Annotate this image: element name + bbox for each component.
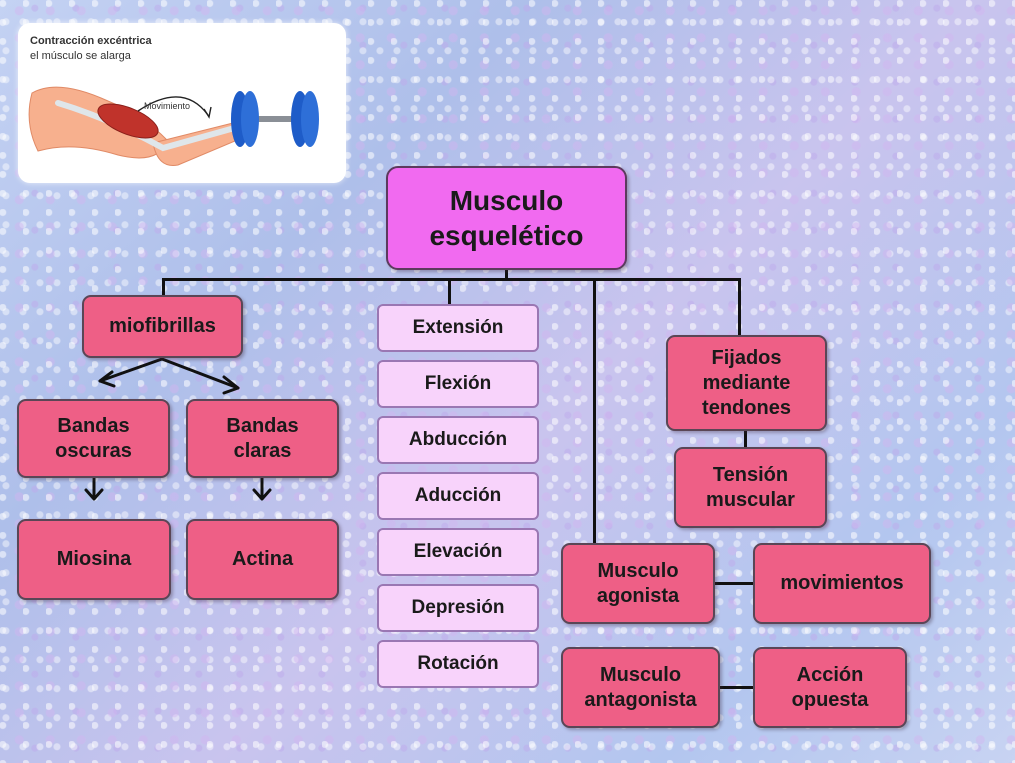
root-line1: Musculo <box>449 185 564 216</box>
movimientos-label: movimientos <box>780 572 904 594</box>
connector <box>593 278 596 545</box>
movement-label: Elevación <box>413 541 503 563</box>
fijados-line3: tendones <box>702 396 791 419</box>
node-movement: Abducción <box>377 416 539 464</box>
movement-label: Flexión <box>424 373 492 395</box>
tension-line1: Tensión <box>712 463 789 486</box>
arrow-to-claras <box>160 357 240 390</box>
node-movimientos: movimientos <box>753 543 931 624</box>
eccentric-contraction-illustration: Contracción excéntrica el músculo se ala… <box>18 23 346 183</box>
node-movement: Extensión <box>377 304 539 352</box>
movement-label: Rotación <box>417 653 499 675</box>
actina-label: Actina <box>231 548 294 570</box>
connector <box>448 278 451 304</box>
fijados-line2: mediante <box>702 371 791 394</box>
node-actina: Actina <box>186 519 339 600</box>
node-tension-muscular: Tensión muscular <box>674 447 827 528</box>
miofibrillas-label: miofibrillas <box>109 315 216 337</box>
arm-dumbbell-drawing: Movimiento <box>28 86 319 167</box>
connector <box>505 268 508 279</box>
movement-label: Extensión <box>412 317 504 339</box>
connector <box>744 430 747 448</box>
root-line2: esquelético <box>429 220 584 251</box>
accion-opuesta-line1: Acción <box>796 663 864 686</box>
node-movement: Flexión <box>377 360 539 408</box>
arrow-to-oscuras-head <box>98 370 116 388</box>
root-node-musculo-esqueletico: Musculo esquelético <box>386 166 627 270</box>
movement-label: Abducción <box>408 429 508 451</box>
miosina-label: Miosina <box>56 548 132 570</box>
movement-label: Aducción <box>414 485 502 507</box>
illustration-subtitle: el músculo se alarga <box>30 50 131 62</box>
illustration-title: Contracción excéntrica <box>30 35 152 47</box>
bandas-claras-line2: claras <box>233 439 292 462</box>
arrow-to-oscuras <box>98 357 164 383</box>
movement-label: Depresión <box>411 597 505 619</box>
antagonista-line1: Musculo <box>599 663 682 686</box>
node-musculo-agonista: Musculo agonista <box>561 543 715 624</box>
node-miofibrillas: miofibrillas <box>82 295 243 358</box>
arrow-to-actina-head <box>252 488 272 501</box>
node-movement: Elevación <box>377 528 539 576</box>
fijados-line1: Fijados <box>711 346 782 369</box>
node-musculo-antagonista: Musculo antagonista <box>561 647 720 728</box>
connector <box>738 278 741 336</box>
bandas-claras-line1: Bandas <box>226 414 299 437</box>
node-movement: Aducción <box>377 472 539 520</box>
connector <box>719 686 756 689</box>
arrow-to-miosina-head <box>84 488 104 501</box>
connector <box>714 582 756 585</box>
node-bandas-oscuras: Bandas oscuras <box>17 399 170 478</box>
node-accion-opuesta: Acción opuesta <box>753 647 907 728</box>
connector <box>162 278 165 298</box>
arrow-to-claras-head <box>222 375 240 395</box>
antagonista-line2: antagonista <box>584 688 697 711</box>
agonista-line2: agonista <box>596 584 680 607</box>
node-bandas-claras: Bandas claras <box>186 399 339 478</box>
bandas-oscuras-line1: Bandas <box>57 414 130 437</box>
node-miosina: Miosina <box>17 519 171 600</box>
node-fijados-mediante-tendones: Fijados mediante tendones <box>666 335 827 431</box>
node-movement: Depresión <box>377 584 539 632</box>
accion-opuesta-line2: opuesta <box>791 688 869 711</box>
movement-label: Movimiento <box>144 101 190 111</box>
tension-line2: muscular <box>706 488 795 511</box>
node-movement: Rotación <box>377 640 539 688</box>
connector <box>162 278 741 281</box>
bandas-oscuras-line2: oscuras <box>55 439 132 462</box>
agonista-line1: Musculo <box>597 559 679 582</box>
